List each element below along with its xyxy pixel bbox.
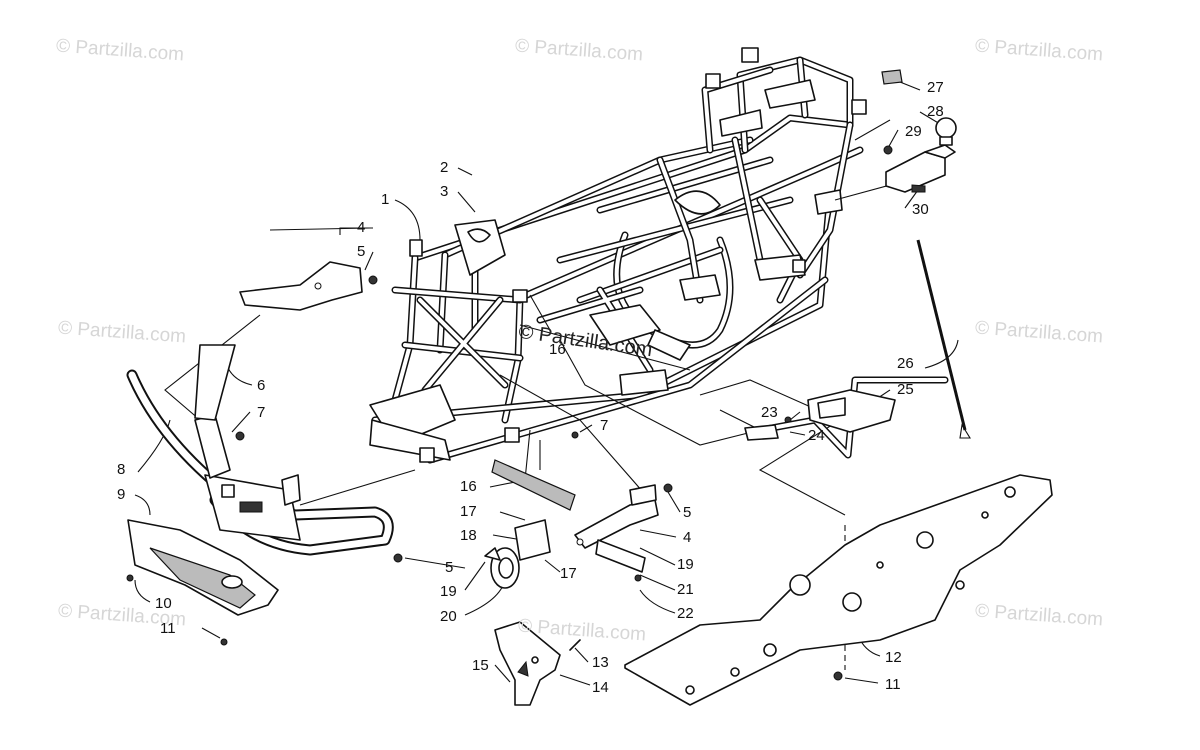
front-bumper: [126, 369, 394, 556]
bracket-4-right: [574, 484, 659, 549]
callout-5: 5: [445, 559, 454, 576]
rod-26: [916, 239, 971, 439]
callout-23: 23: [761, 404, 778, 421]
callout-5: 5: [357, 243, 366, 260]
callout-22: 22: [677, 605, 694, 622]
skid-plate-9: [127, 519, 279, 616]
callout-3: 3: [440, 183, 449, 200]
horn-20: [484, 547, 520, 589]
skid-plate-12: [624, 474, 1053, 706]
callout-21: 21: [677, 581, 694, 598]
callout-16: 16: [549, 341, 566, 358]
callout-18: 18: [460, 527, 477, 544]
callout-4: 4: [357, 219, 366, 236]
callout-27: 27: [927, 79, 944, 96]
callout-24: 24: [808, 427, 825, 444]
bracket-22: [595, 539, 646, 573]
callout-20: 20: [440, 608, 457, 625]
callout-8: 8: [117, 461, 126, 478]
bumper-24: [744, 376, 949, 459]
callout-26: 26: [897, 355, 914, 372]
callout-7: 7: [257, 404, 266, 421]
callout-11: 11: [885, 676, 901, 693]
callout-10: 10: [155, 595, 172, 612]
callout-29: 29: [905, 123, 922, 140]
hitch-28: [885, 117, 957, 193]
bracket-6: [194, 344, 236, 421]
callout-13: 13: [592, 654, 609, 671]
callout-2: 2: [440, 159, 449, 176]
callout-17: 17: [460, 503, 477, 520]
plate-18: [514, 519, 551, 561]
callout-11: 11: [160, 620, 176, 637]
callout-19: 19: [440, 583, 457, 600]
bracket-4-left: [239, 261, 363, 311]
callout-30: 30: [912, 201, 929, 218]
callout-7: 7: [600, 417, 609, 434]
callout-28: 28: [927, 103, 944, 120]
callout-17: 17: [560, 565, 577, 582]
callout-6: 6: [257, 377, 266, 394]
pad-16: [491, 459, 576, 511]
callout-4: 4: [683, 529, 692, 546]
callout-15: 15: [472, 657, 489, 674]
callout-5: 5: [683, 504, 692, 521]
callout-25: 25: [897, 381, 914, 398]
callout-14: 14: [592, 679, 609, 696]
callout-19: 19: [677, 556, 694, 573]
callout-12: 12: [885, 649, 902, 666]
main-frame: [369, 47, 867, 464]
bracket-14: [494, 621, 561, 706]
decal-27: [881, 69, 903, 85]
callout-1: 1: [381, 191, 390, 208]
callout-9: 9: [117, 486, 126, 503]
bracket-25: [807, 389, 896, 433]
callout-16: 16: [460, 478, 477, 495]
